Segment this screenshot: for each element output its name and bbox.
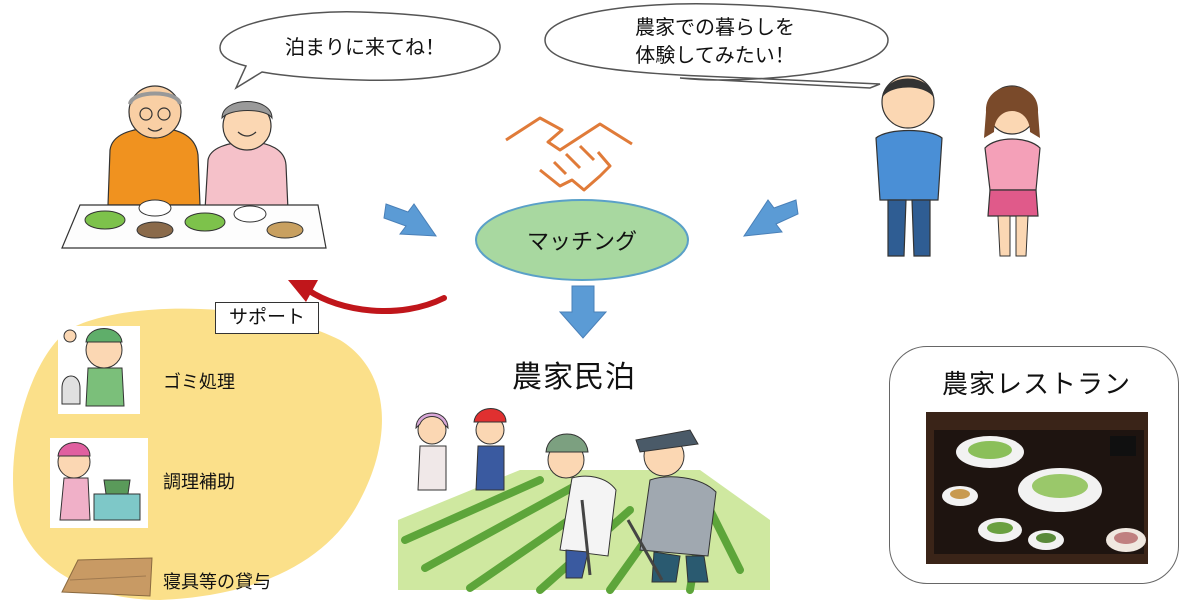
- restaurant-title: 農家レストラン: [942, 370, 1132, 400]
- host-speech-text: 泊まりに来てね！: [285, 35, 445, 59]
- support-item-garbage: ゴミ処理: [163, 372, 235, 393]
- matching-label: マッチング: [526, 230, 637, 255]
- guest-speech-line2: 体験してみたい！: [635, 43, 795, 67]
- guest-speech-line1: 農家での暮らしを: [635, 15, 795, 39]
- support-item-bedding: 寝具等の貸与: [163, 572, 271, 593]
- farm-stay-title: 農家民泊: [512, 360, 636, 395]
- support-tag: サポート: [215, 302, 319, 334]
- support-item-cooking: 調理補助: [163, 472, 235, 493]
